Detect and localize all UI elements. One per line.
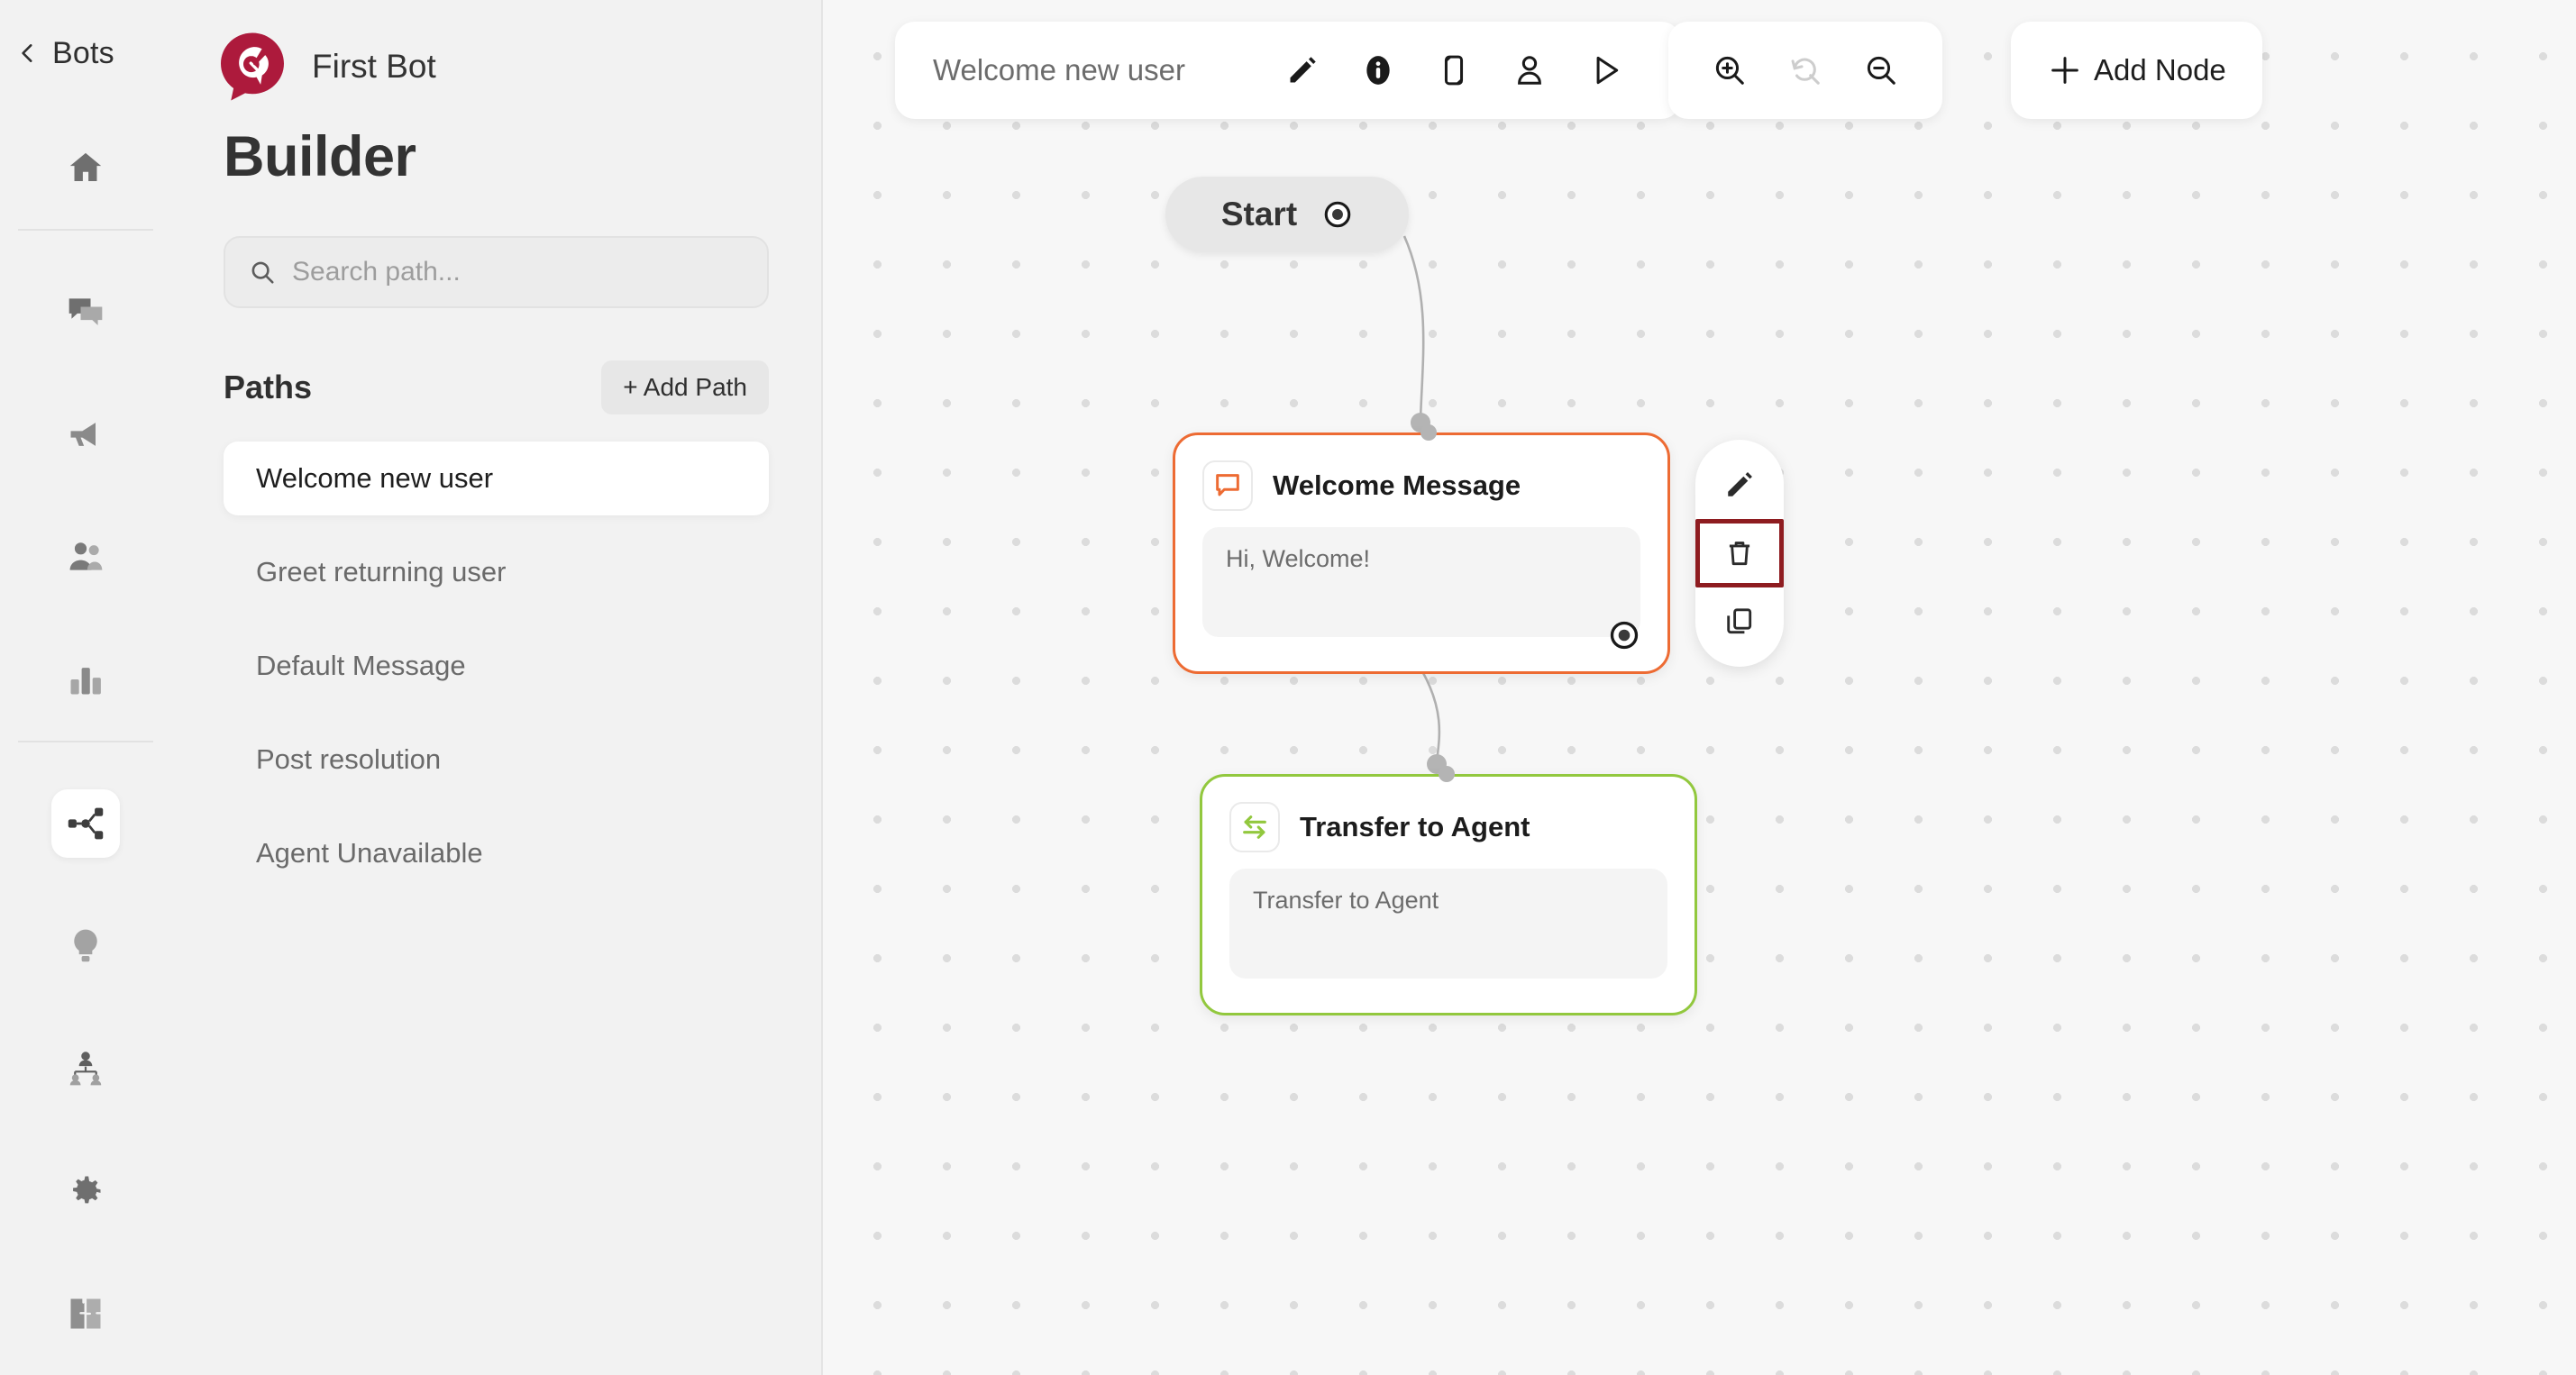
node-action-menu — [1695, 440, 1784, 667]
edit-path-button[interactable] — [1265, 32, 1340, 108]
paths-header: Paths + Add Path — [224, 360, 769, 414]
sidebar-item-campaigns[interactable] — [51, 400, 120, 469]
sidebar-item-home[interactable] — [51, 133, 120, 202]
node-header: Transfer to Agent — [1229, 800, 1667, 854]
copy-icon — [1444, 55, 1464, 86]
megaphone-icon — [70, 423, 96, 446]
node-body-text[interactable]: Hi, Welcome! — [1202, 527, 1640, 637]
delete-node-button[interactable] — [1695, 519, 1784, 587]
pencil-icon — [1290, 57, 1316, 83]
builder-panel: First Bot Builder Paths + Add Path Welco… — [171, 0, 823, 1375]
sidebar-item-settings[interactable] — [51, 1157, 120, 1225]
assign-user-button[interactable] — [1492, 32, 1567, 108]
path-item-label: Greet returning user — [256, 556, 507, 587]
sidebar-item-contacts[interactable] — [51, 523, 120, 591]
info-icon — [1366, 56, 1390, 85]
zoom-toolbar — [1668, 22, 1942, 119]
add-node-button[interactable]: Add Node — [2011, 22, 2262, 119]
back-label: Bots — [52, 35, 114, 70]
edge-start-to-welcome — [1402, 235, 1425, 421]
home-icon — [69, 152, 102, 182]
path-item-greet-returning-user[interactable]: Greet returning user — [224, 535, 769, 609]
sidebar-item-integrations[interactable] — [51, 1279, 120, 1348]
path-toolbar-title: Welcome new user — [933, 53, 1186, 87]
search-path-box[interactable] — [224, 236, 769, 308]
rail-item-list — [0, 106, 171, 1375]
zoom-in-button[interactable] — [1692, 32, 1768, 108]
zoom-out-button[interactable] — [1843, 32, 1919, 108]
page-title: Builder — [224, 125, 416, 188]
duplicate-node-button[interactable] — [1695, 587, 1784, 656]
copy-icon — [1727, 608, 1752, 634]
reset-view-button[interactable] — [1768, 32, 1843, 108]
bar-chart-icon — [70, 668, 101, 695]
path-item-label: Welcome new user — [256, 462, 494, 494]
transfer-arrows-icon — [1229, 802, 1280, 852]
back-to-bots[interactable]: Bots — [0, 0, 171, 106]
bot-brand: First Bot — [171, 0, 821, 108]
path-item-label: Default Message — [256, 650, 466, 681]
node-input-handle[interactable] — [1439, 766, 1455, 782]
add-path-button[interactable]: + Add Path — [601, 360, 769, 414]
reset-icon — [1791, 58, 1820, 85]
search-icon — [251, 261, 274, 284]
people-icon — [69, 542, 103, 570]
start-node-label: Start — [1220, 196, 1298, 232]
path-toolbar: Welcome new user — [895, 22, 1682, 119]
edge-layer — [1402, 235, 1447, 774]
target-dot-icon[interactable] — [1322, 199, 1353, 230]
pencil-icon — [1728, 472, 1752, 496]
person-icon — [1518, 56, 1541, 85]
path-item-post-resolution[interactable]: Post resolution — [224, 723, 769, 797]
zoom-out-icon — [1867, 56, 1895, 85]
edge-welcome-to-transfer — [1420, 670, 1441, 762]
bot-name: First Bot — [312, 48, 436, 85]
run-path-button[interactable] — [1567, 32, 1643, 108]
node-title: Welcome Message — [1273, 469, 1521, 501]
path-info-button[interactable] — [1340, 32, 1416, 108]
sidebar-item-teams[interactable] — [51, 1034, 120, 1103]
path-item-default-message[interactable]: Default Message — [224, 629, 769, 703]
zoom-in-icon — [1715, 56, 1744, 85]
play-icon — [1596, 56, 1619, 85]
path-item-agent-unavailable[interactable]: Agent Unavailable — [224, 816, 769, 890]
flow-share-icon — [68, 807, 104, 840]
org-chart-icon — [69, 1052, 102, 1086]
node-body-text[interactable]: Transfer to Agent — [1229, 869, 1667, 979]
plus-icon — [2051, 57, 2078, 84]
sidebar-item-analytics[interactable] — [51, 645, 120, 714]
chat-bubbles-icon — [69, 298, 103, 326]
puzzle-icon — [70, 1298, 101, 1329]
path-item-label: Post resolution — [256, 743, 442, 775]
node-header: Welcome Message — [1202, 459, 1640, 513]
add-node-label: Add Node — [2094, 53, 2226, 87]
edit-node-button[interactable] — [1695, 451, 1784, 519]
node-transfer-to-agent[interactable]: Transfer to Agent Transfer to Agent — [1200, 766, 1697, 1015]
gear-icon — [73, 1176, 101, 1204]
chevron-left-icon — [22, 44, 32, 62]
search-input[interactable] — [292, 257, 744, 287]
node-start[interactable]: Start — [1165, 177, 1409, 252]
node-welcome-message[interactable]: Welcome Message Hi, Welcome! — [1173, 424, 1670, 674]
lightbulb-icon — [74, 929, 97, 962]
path-item-label: Agent Unavailable — [256, 837, 483, 869]
sidebar-item-builder[interactable] — [51, 789, 120, 858]
node-output-handle[interactable] — [1608, 619, 1640, 651]
speech-bubble-icon — [1202, 460, 1253, 511]
icon-rail: Bots — [0, 0, 171, 1375]
chat-bubble-logo — [221, 32, 284, 101]
paths-label: Paths — [224, 369, 313, 405]
node-title: Transfer to Agent — [1300, 811, 1530, 842]
sidebar-item-conversations[interactable] — [51, 278, 120, 346]
flow-canvas[interactable]: Welcome new user — [823, 0, 2576, 1375]
trash-icon — [1729, 542, 1750, 566]
path-list: Welcome new user Greet returning user De… — [224, 442, 769, 910]
sidebar-item-insights[interactable] — [51, 912, 120, 980]
path-item-welcome-new-user[interactable]: Welcome new user — [224, 442, 769, 515]
node-input-handle[interactable] — [1420, 424, 1437, 441]
duplicate-path-button[interactable] — [1416, 32, 1492, 108]
